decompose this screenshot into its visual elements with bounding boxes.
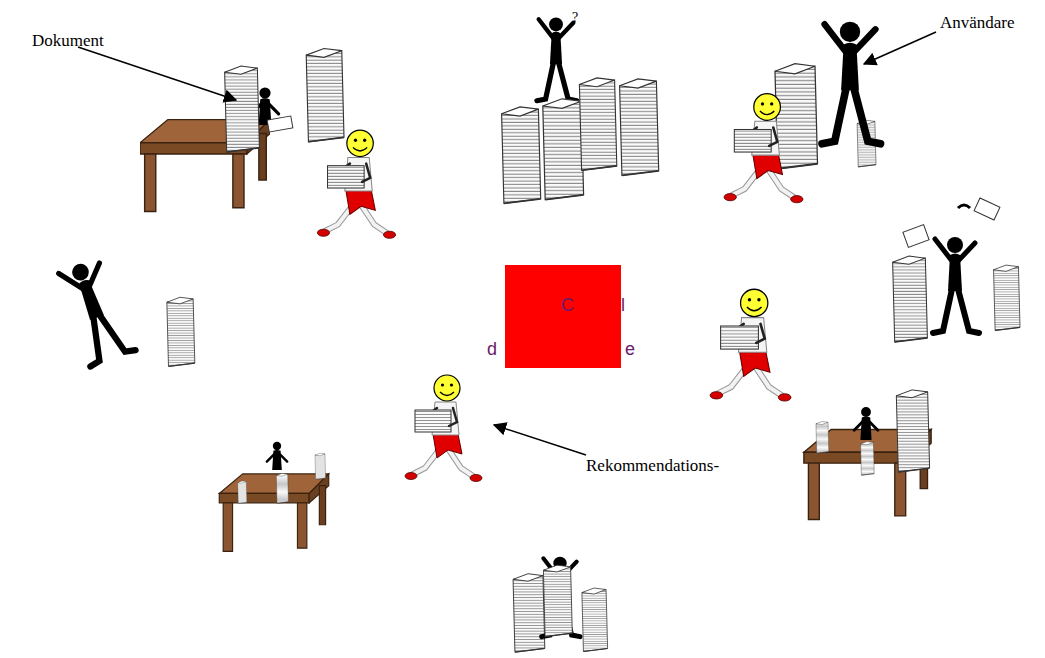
document-stack xyxy=(861,442,875,476)
question-mark: ? xyxy=(572,10,578,25)
recommendation-agent xyxy=(724,94,803,203)
document-stack xyxy=(276,473,288,503)
document-stack xyxy=(620,79,659,176)
recommendation-agent xyxy=(710,289,791,401)
center-text-fragment: d xyxy=(487,340,497,360)
user-figure xyxy=(933,237,979,333)
paper-sheet xyxy=(974,198,1000,220)
document-stack xyxy=(579,78,616,170)
user-figure xyxy=(854,407,878,440)
document-stack xyxy=(543,565,572,636)
document-stack xyxy=(306,48,344,141)
document-stack xyxy=(582,588,608,651)
user-figure xyxy=(56,256,136,367)
user-figure xyxy=(537,18,577,101)
document-stack xyxy=(225,66,260,152)
leader-arrow xyxy=(78,47,236,100)
document-stack xyxy=(502,107,541,204)
recommendation-agent xyxy=(405,375,482,482)
center-text-fragment: l xyxy=(621,296,625,316)
document-stack xyxy=(775,64,818,169)
user-figure xyxy=(542,557,580,637)
document-stack xyxy=(315,453,326,479)
callout-label: Dokument xyxy=(32,32,104,51)
document-stack xyxy=(893,256,928,342)
center-text-fragment: C xyxy=(561,296,574,316)
callout-label: Användare xyxy=(940,14,1015,33)
center-text-fragment: e xyxy=(625,340,635,360)
recommendation-agent xyxy=(317,130,395,238)
desk xyxy=(219,474,328,551)
user-figure xyxy=(267,442,287,470)
leader-arrow xyxy=(494,425,586,455)
document-stack xyxy=(513,574,545,652)
keyboard xyxy=(903,225,929,248)
user-figure xyxy=(822,22,881,144)
document-stack xyxy=(543,99,584,200)
phone xyxy=(958,205,970,208)
document-stack xyxy=(816,422,829,454)
document-stack xyxy=(896,390,929,472)
redaction-box xyxy=(505,265,621,368)
leader-arrow xyxy=(864,32,936,64)
paper-sheet xyxy=(267,116,293,132)
callout-label: Rekommendations- xyxy=(586,457,719,476)
document-stack xyxy=(167,297,195,366)
document-stack xyxy=(994,265,1020,330)
document-stack xyxy=(238,481,247,503)
